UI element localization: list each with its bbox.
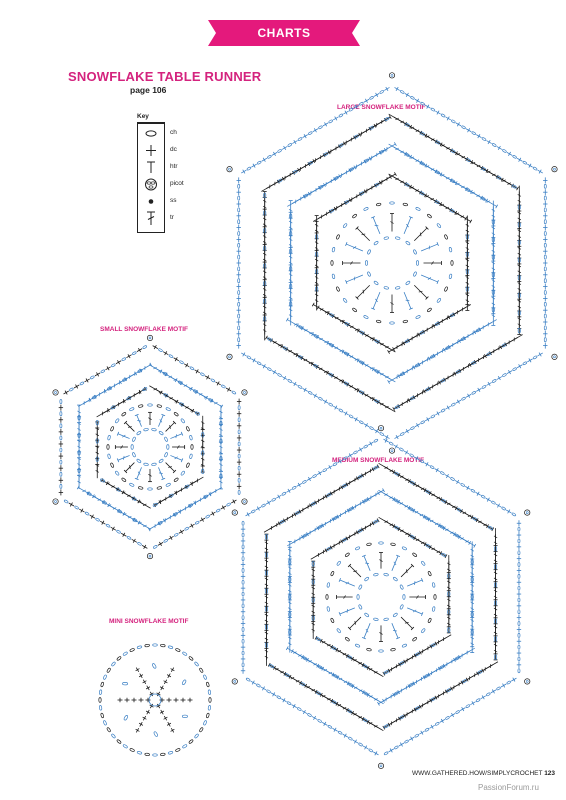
key-label: htr bbox=[170, 163, 178, 170]
large-snowflake-motif-chart bbox=[226, 72, 558, 454]
mini-snowflake-motif-chart bbox=[98, 643, 212, 757]
small-snowflake-motif-chart bbox=[52, 334, 248, 560]
page-title: SNOWFLAKE TABLE RUNNER bbox=[68, 69, 262, 84]
key-label: ch bbox=[170, 129, 177, 136]
chain-oval-icon bbox=[145, 130, 157, 137]
page-footer: WWW.GATHERED.HOW/SIMPLYCROCHET 123 bbox=[412, 770, 555, 777]
footer-url: WWW.GATHERED.HOW/SIMPLYCROCHET bbox=[412, 770, 543, 777]
section-banner: CHARTS bbox=[208, 20, 360, 46]
key-label: tr bbox=[170, 214, 174, 221]
stitch-key: ch dc htr picot ss tr bbox=[137, 122, 184, 233]
watermark: PassionForum.ru bbox=[478, 783, 539, 792]
key-item-ss: ss bbox=[138, 193, 177, 210]
key-heading: Key bbox=[137, 113, 149, 120]
key-item-dc: dc bbox=[138, 142, 177, 159]
key-label: dc bbox=[170, 146, 177, 153]
medium-snowflake-motif-chart bbox=[231, 425, 531, 769]
half-treble-icon bbox=[147, 161, 155, 173]
slip-stitch-dot-icon bbox=[148, 199, 154, 204]
treble-icon bbox=[147, 211, 155, 225]
picot-icon bbox=[145, 178, 157, 191]
large-motif-title: LARGE SNOWFLAKE MOTIF bbox=[337, 104, 426, 111]
small-motif-title: SMALL SNOWFLAKE MOTIF bbox=[100, 326, 188, 333]
mini-motif-title: MINI SNOWFLAKE MOTIF bbox=[109, 618, 189, 625]
key-item-tr: tr bbox=[138, 210, 174, 227]
key-item-ch: ch bbox=[138, 125, 177, 142]
key-item-htr: htr bbox=[138, 159, 178, 176]
banner-label: CHARTS bbox=[257, 26, 311, 40]
page-reference: page 106 bbox=[130, 85, 167, 95]
key-item-picot: picot bbox=[138, 176, 184, 193]
page-number: 123 bbox=[544, 770, 556, 777]
double-crochet-icon bbox=[146, 145, 156, 156]
key-label: ss bbox=[170, 197, 177, 204]
medium-motif-title: MEDIUM SNOWFLAKE MOTIF bbox=[332, 457, 425, 464]
key-label: picot bbox=[170, 180, 184, 187]
